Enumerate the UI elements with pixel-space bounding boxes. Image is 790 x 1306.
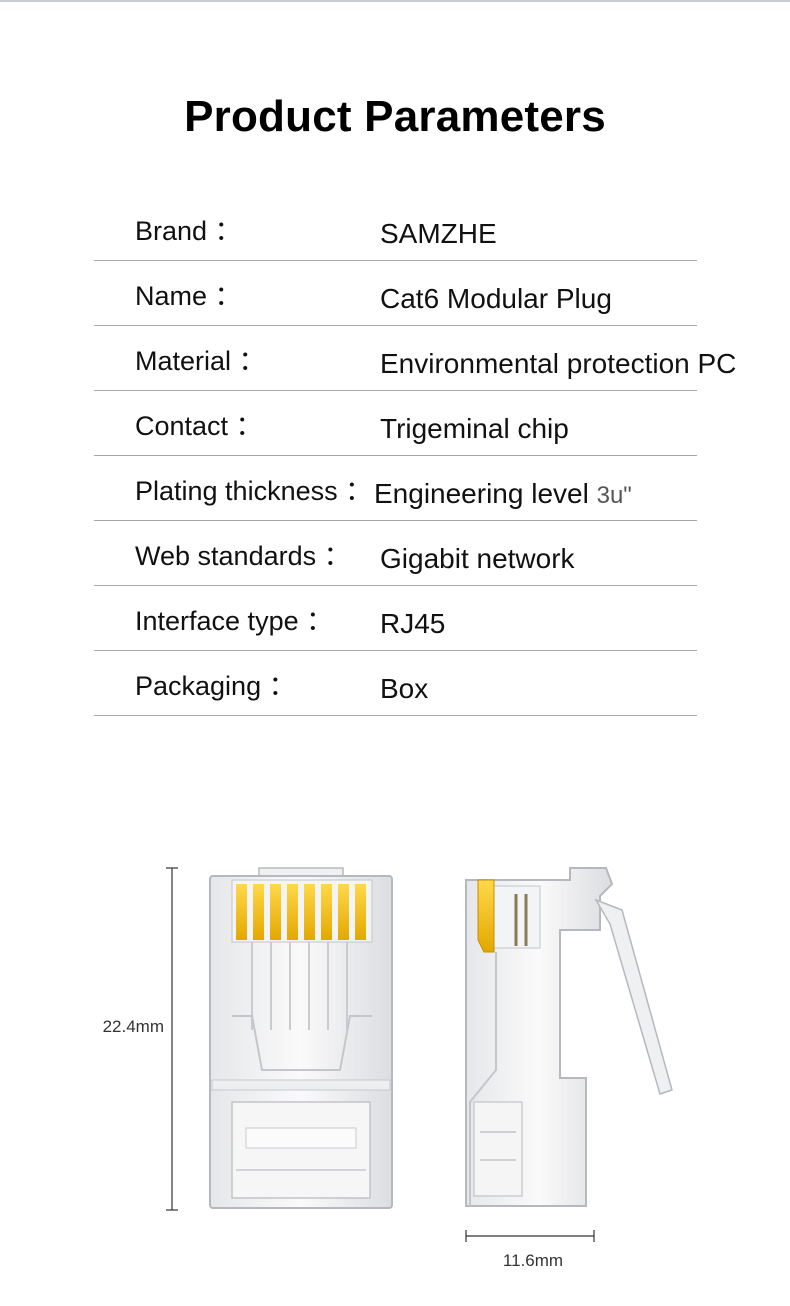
connector-dimension-figure: 22.4mm: [103, 867, 673, 1270]
param-row-name: Name ： Cat6 Modular Plug: [94, 261, 697, 326]
param-row-plating-thickness: Plating thickness ： Engineering level 3u…: [94, 456, 697, 521]
param-value: RJ45: [380, 608, 446, 639]
param-value: Environmental protection PC: [380, 348, 737, 379]
width-dimension: 11.6mm: [465, 1230, 595, 1270]
height-dimension-label: 22.4mm: [103, 1017, 164, 1036]
width-dimension-label: 11.6mm: [503, 1251, 563, 1270]
param-row-brand: Brand ： SAMZHE: [94, 196, 697, 261]
page-title: Product Parameters: [184, 92, 606, 141]
param-row-material: Material ： Environmental protection PC: [94, 326, 736, 391]
param-value: SAMZHE: [380, 218, 497, 249]
param-label: Name ：: [135, 281, 242, 311]
param-label: Contact ：: [135, 411, 263, 441]
param-label: Packaging ：: [135, 671, 296, 701]
param-value: Cat6 Modular Plug: [380, 283, 612, 314]
param-row-contact: Contact ： Trigeminal chip: [94, 391, 697, 456]
rj45-front-view: [209, 867, 393, 1209]
param-value: Box: [380, 673, 429, 704]
param-value: Engineering level 3u": [374, 478, 632, 509]
param-label: Material ：: [135, 346, 266, 376]
rj45-side-view: [465, 867, 673, 1207]
param-label: Brand ：: [135, 216, 242, 246]
param-label: Interface type ：: [135, 606, 334, 636]
param-row-interface-type: Interface type ： RJ45: [94, 586, 697, 651]
top-divider: [0, 0, 790, 2]
param-label: Plating thickness ：: [135, 476, 373, 506]
param-value: Trigeminal chip: [380, 413, 569, 444]
param-row-web-standards: Web standards ： Gigabit network: [94, 521, 697, 586]
param-row-packaging: Packaging ： Box: [94, 651, 697, 716]
gold-contacts: [236, 884, 366, 940]
parameters-table: Brand ： SAMZHE Name ： Cat6 Modular Plug …: [94, 196, 736, 716]
param-value: Gigabit network: [380, 543, 575, 574]
height-dimension: 22.4mm: [103, 867, 178, 1211]
param-label: Web standards ：: [135, 541, 351, 571]
